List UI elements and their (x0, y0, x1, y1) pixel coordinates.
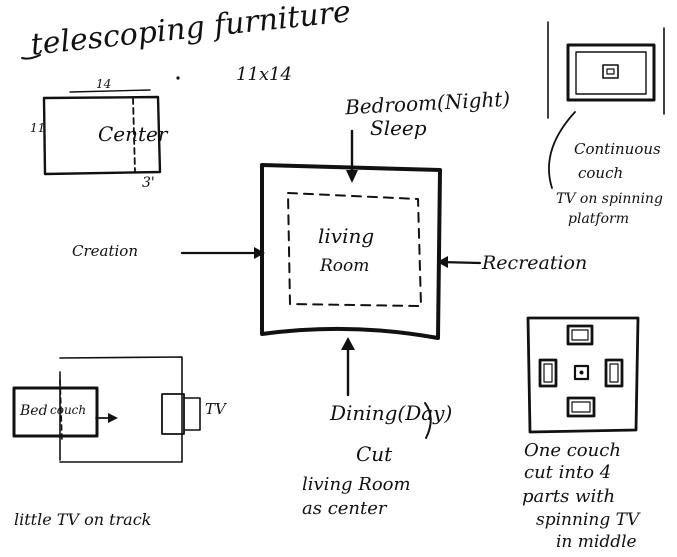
top-right-note-line4: platform (568, 211, 629, 227)
ink-dot (176, 76, 180, 80)
living-room-box (260, 163, 442, 340)
right-arrow (437, 256, 482, 268)
bottom-right-note-line5: in middle (556, 532, 637, 552)
plan-width-label: 14 (96, 77, 112, 91)
recreation-label: Recreation (482, 252, 588, 274)
tv-label: TV (205, 400, 226, 418)
left-arrow (180, 247, 265, 259)
dining-label: Dining(Day) (330, 401, 453, 425)
center-note-line3: as center (302, 498, 387, 519)
dimensions-text: 11x14 (236, 64, 292, 85)
center-note-line2: living Room (302, 474, 411, 495)
top-arrow (346, 129, 358, 183)
room-label-line1: living (318, 224, 375, 248)
bottom-right-note-line2: cut into 4 (524, 462, 612, 483)
room-label-line2: Room (320, 256, 370, 276)
top-right-note-line2: couch (578, 164, 624, 182)
plan-center-label: Center (98, 122, 168, 146)
bottom-arrow (341, 337, 355, 397)
top-right-note-line1: Continuous (574, 140, 661, 158)
title-tick (21, 54, 41, 60)
plan-height-label: 11 (30, 121, 46, 135)
bottom-right-note-line3: parts with (522, 486, 616, 507)
couch-label: couch (50, 403, 87, 417)
center-note-line1: Cut (356, 442, 393, 466)
plan-offset-label: 3' (142, 175, 155, 191)
bed-label: Bed (20, 403, 48, 419)
sleep-label: Sleep (370, 116, 427, 140)
bottom-right-split-couch-sketch (526, 316, 640, 434)
bottom-left-note: little TV on track (14, 510, 152, 529)
bottom-right-note-line4: spinning TV (536, 510, 640, 530)
bottom-right-note-line1: One couch (524, 440, 621, 461)
dining-bracket (424, 402, 432, 439)
creation-label: Creation (72, 242, 138, 260)
top-right-note-line3: TV on spinning (556, 191, 663, 207)
bottom-left-track-sketch (12, 356, 201, 463)
top-right-couch-sketch (547, 21, 665, 189)
top-left-plan-sketch (42, 89, 162, 176)
